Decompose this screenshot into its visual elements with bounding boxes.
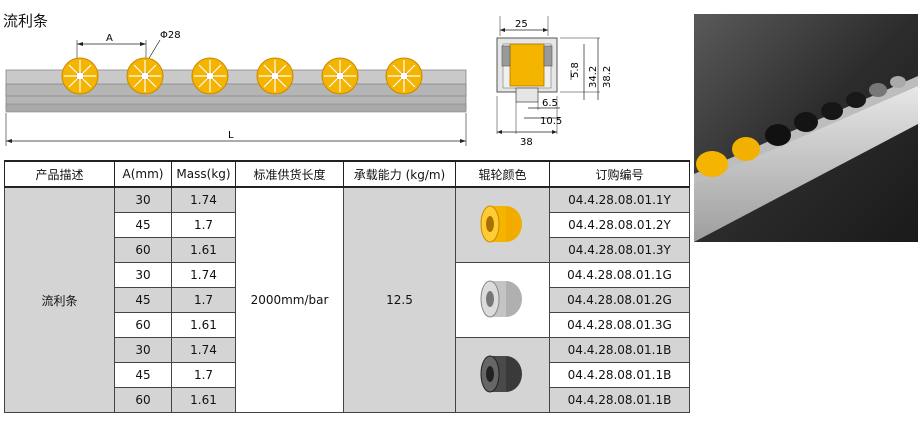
table-row: 60 1.61 04.4.28.08.01.3Y [5,237,690,263]
mass-cell: 1.61 [171,387,236,413]
header-mass: Mass(kg) [171,160,236,188]
mass-cell: 1.74 [171,186,236,213]
a-cell: 30 [114,262,172,288]
a-cell: 60 [114,237,172,263]
a-cell: 45 [114,362,172,388]
yellow-roller-icon [480,205,522,242]
code-cell: 04.4.28.08.01.3G [549,312,690,338]
swatch-black [455,337,550,413]
mass-cell: 1.7 [171,362,236,388]
table-row: 45 1.7 04.4.28.08.01.2G [5,287,690,313]
header-length: 标准供货长度 [235,160,344,188]
page-title: 流利条 [3,12,49,30]
table-row: 45 1.7 04.4.28.08.01.2Y [5,212,690,238]
code-cell: 04.4.28.08.01.1B [549,387,690,413]
label-phi: Φ28 [160,30,181,41]
spec-table: 产品描述 A(mm) Mass(kg) 标准供货长度 承载能力 (kg/m) 辊… [4,160,690,413]
table-header-row: 产品描述 A(mm) Mass(kg) 标准供货长度 承载能力 (kg/m) 辊… [4,160,690,188]
code-cell: 04.4.28.08.01.2G [549,287,690,313]
code-cell: 04.4.28.08.01.1B [549,337,690,363]
swatch-yellow [455,186,550,263]
table-row: 45 1.7 04.4.28.08.01.1B [5,362,690,388]
header-color: 辊轮颜色 [455,160,550,188]
dim-b2: 10.5 [540,116,562,127]
dim-base: 38 [520,137,533,148]
mass-cell: 1.61 [171,237,236,263]
grey-roller-icon [480,280,522,317]
capacity-cell: 12.5 [343,186,456,413]
dim-h2: 34.2 [588,66,599,88]
header-a: A(mm) [114,160,172,188]
mass-cell: 1.7 [171,287,236,313]
mass-cell: 1.74 [171,262,236,288]
mass-cell: 1.74 [171,337,236,363]
code-cell: 04.4.28.08.01.3Y [549,237,690,263]
product-cell: 流利条 [4,186,115,413]
dim-h3: 38.2 [602,66,613,88]
mass-cell: 1.7 [171,212,236,238]
header-product: 产品描述 [4,160,115,188]
header-code: 订购编号 [549,160,690,188]
dim-b1: 6.5 [542,98,558,109]
a-cell: 60 [114,312,172,338]
code-cell: 04.4.28.08.01.1G [549,262,690,288]
code-cell: 04.4.28.08.01.1Y [549,186,690,213]
code-cell: 04.4.28.08.01.1B [549,362,690,388]
table-row: 30 1.74 04.4.28.08.01.1G [5,262,690,338]
a-cell: 45 [114,287,172,313]
length-cell: 2000mm/bar [235,186,344,413]
code-cell: 04.4.28.08.01.2Y [549,212,690,238]
mass-cell: 1.61 [171,312,236,338]
technical-drawing: A Φ28 [5,16,613,148]
a-cell: 30 [114,337,172,363]
dim-h1: 5.8 [570,62,581,78]
header-capacity: 承载能力 (kg/m) [343,160,456,188]
dim-width: 25 [515,19,528,30]
table-row: 60 1.61 04.4.28.08.01.1B [5,387,690,413]
a-cell: 45 [114,212,172,238]
cross-section-drawing: 25 5.8 34.2 38.2 6.5 10.5 38 [496,16,613,148]
a-cell: 30 [114,186,172,213]
a-cell: 60 [114,387,172,413]
table-row: 30 1.74 04.4.28.08.01.1B [5,337,690,413]
black-roller-icon [480,355,522,392]
table-row: 60 1.61 04.4.28.08.01.3G [5,312,690,338]
label-l: L [228,130,234,141]
product-photo [694,14,918,242]
swatch-grey [455,262,550,338]
label-a: A [106,33,113,44]
roller-row [61,57,423,95]
table-row: 流利条 30 1.74 2000mm/bar 12.5 04.4.28.08.0… [4,186,690,413]
